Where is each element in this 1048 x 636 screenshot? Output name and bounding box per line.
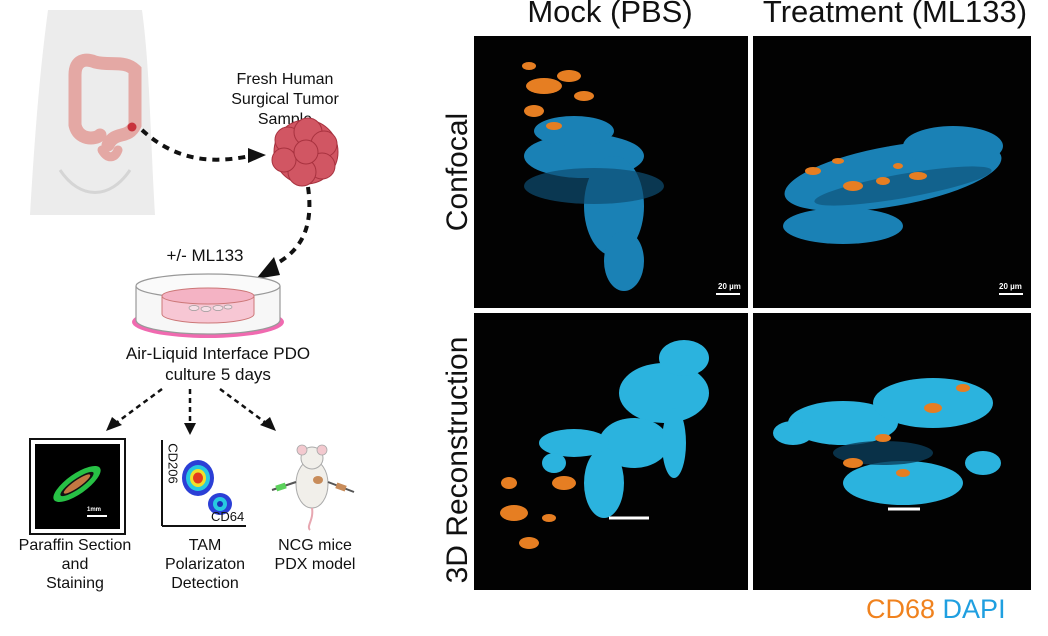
sample-label-line1: Fresh Human — [236, 71, 334, 88]
tam-caption-line3: Detection — [171, 575, 239, 592]
tumor-sample-icon — [271, 117, 339, 187]
confocal-treatment-panel: 20 µm — [753, 36, 1031, 308]
legend-cd68: CD68 — [866, 594, 936, 624]
culture-label-line2: culture 5 days — [165, 365, 271, 384]
mouse-pdx-icon — [271, 444, 355, 531]
treatment-label: +/- ML133 — [166, 246, 244, 265]
3d-mock-panel — [474, 313, 748, 590]
tam-caption-line2: Polarizaton — [164, 556, 246, 573]
column-header-treatment: Treatment (ML133) — [762, 0, 1028, 29]
confocal-mock-panel: 20 µm — [474, 36, 748, 308]
confocal-treatment-scale-label: 20 µm — [999, 282, 1022, 291]
3d-treatment-image — [773, 378, 1001, 511]
tumor-dot — [127, 122, 137, 132]
ncg-caption-line1: NCG mice — [278, 537, 352, 554]
culture-label-line1: Air-Liquid Interface PDO — [125, 344, 311, 363]
paraffin-caption-line2: and — [61, 556, 89, 573]
tam-caption: TAM Polarizaton Detection — [140, 536, 270, 593]
confocal-mock-image — [522, 62, 740, 295]
legend-dapi: DAPI — [942, 594, 1006, 624]
row-header-3d: 3D Reconstruction — [441, 336, 474, 584]
column-header-mock: Mock (PBS) — [527, 0, 693, 29]
legend: CD68 DAPI — [866, 594, 1006, 625]
confocal-treatment-image — [783, 126, 1023, 295]
culture-label: Air-Liquid Interface PDO culture 5 days — [108, 343, 328, 385]
branch-arrows-icon — [106, 387, 276, 435]
flow-x-axis-label: CD64 — [211, 509, 245, 524]
paraffin-caption-line3: Staining — [46, 575, 104, 592]
ncg-caption-line2: PDX model — [274, 556, 356, 573]
sample-label: Fresh Human Surgical Tumor Sample — [205, 70, 365, 130]
flow-y-axis-label: CD206 — [165, 443, 181, 484]
paraffin-scale-label: 1mm — [87, 507, 102, 513]
ncg-caption: NCG mice PDX model — [250, 536, 380, 574]
paraffin-section-thumbnail: 1mm — [29, 438, 126, 535]
row-header-confocal: Confocal — [441, 112, 474, 232]
paraffin-caption-line1: Paraffin Section — [18, 537, 132, 554]
sample-label-line2: Surgical Tumor Sample — [231, 91, 339, 128]
tam-caption-line1: TAM — [188, 537, 222, 554]
human-body-colon-illustration — [30, 10, 155, 215]
confocal-mock-scale-label: 20 µm — [718, 282, 741, 291]
colon — [68, 53, 142, 152]
arrow-to-tumor-icon — [140, 128, 266, 163]
flow-cytometry-plot-icon — [161, 440, 246, 527]
tissue-section-icon — [53, 465, 107, 517]
paraffin-caption: Paraffin Section and Staining — [0, 536, 150, 593]
3d-mock-image — [500, 340, 709, 549]
arrow-to-dish-icon — [256, 186, 312, 279]
culture-dish-icon — [132, 273, 284, 338]
3d-treatment-panel — [753, 313, 1031, 590]
